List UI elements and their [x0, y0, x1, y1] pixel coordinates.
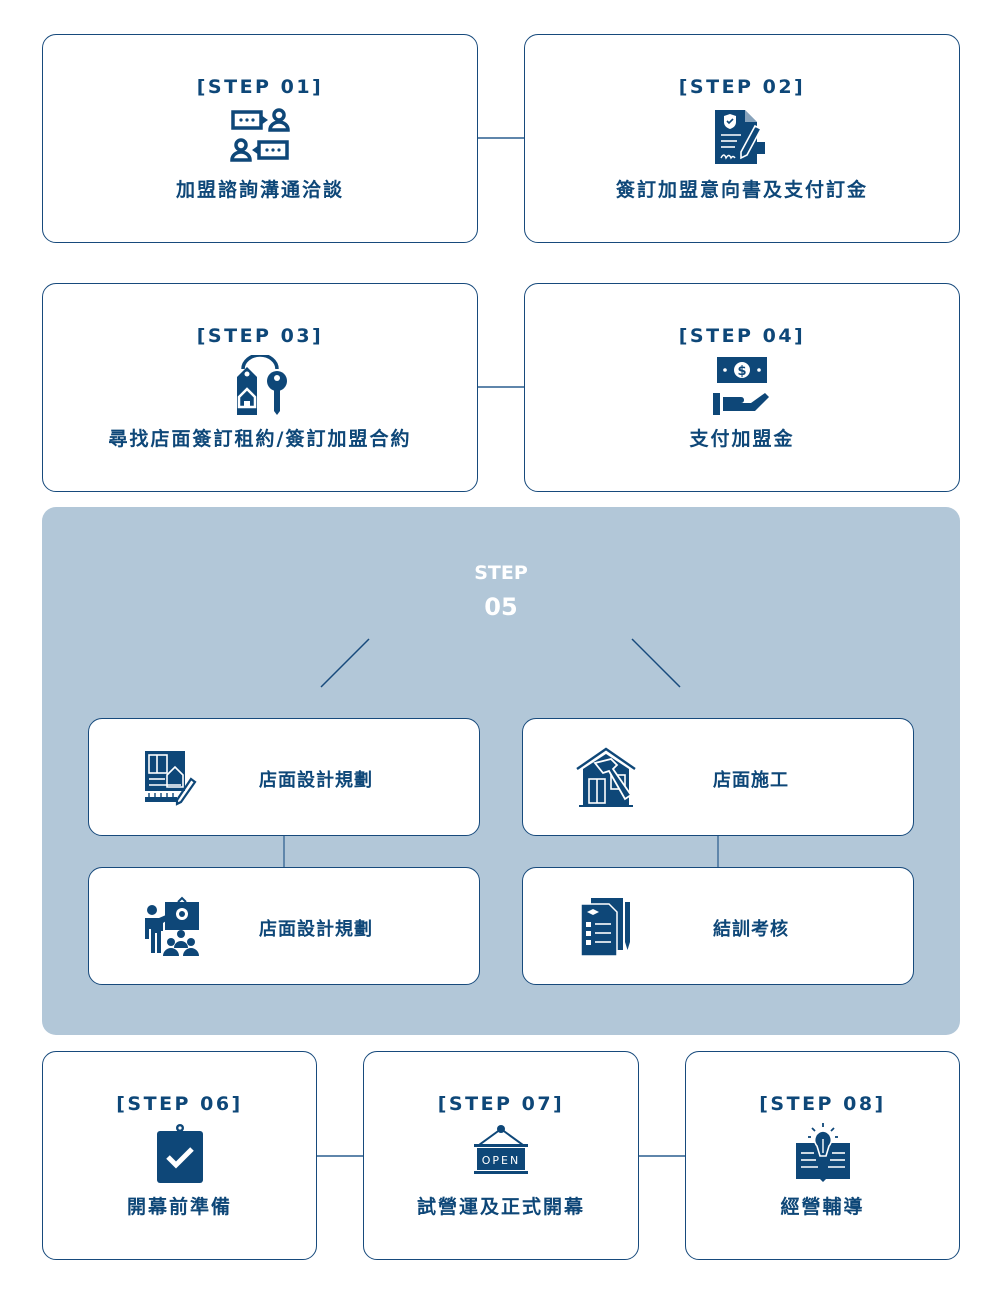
- svg-text:$: $: [737, 364, 746, 379]
- step-title: 經營輔導: [780, 1195, 865, 1218]
- house-key-tag-icon: [237, 354, 287, 415]
- substep-exam: 結訓考核: [522, 867, 914, 985]
- step-01-card: [STEP 01] 加盟諮詢溝通洽談: [42, 34, 478, 243]
- substep-title: 店面設計規劃: [259, 919, 373, 940]
- step-04-card: [STEP 04] $ 支付加盟金: [524, 283, 960, 492]
- step-title: 加盟諮詢溝通洽談: [175, 178, 344, 201]
- substep-store-construction: 店面施工: [522, 718, 914, 836]
- presentation-training-icon: [145, 896, 199, 956]
- step-05-number: 05: [484, 593, 518, 621]
- step-06-card: [STEP 06] 開幕前準備: [42, 1051, 317, 1260]
- sign-document-icon: [715, 109, 765, 164]
- connector-line: [478, 137, 524, 139]
- step-label: [STEP 06]: [116, 1092, 243, 1115]
- connector-line: [478, 386, 524, 388]
- step-05-panel: STEP 05 店面設計規劃 店面施工: [42, 507, 960, 1035]
- consultation-chat-icon: [230, 107, 290, 162]
- connector-line: [717, 836, 719, 867]
- step-label: [STEP 01]: [196, 75, 324, 98]
- step-05-label: STEP: [474, 562, 528, 584]
- connector-line: [283, 836, 285, 867]
- substep-store-design: 店面設計規劃: [88, 718, 480, 836]
- step-02-card: [STEP 02] 簽訂加盟意向書及支付訂金: [524, 34, 960, 243]
- step-title: 開幕前準備: [126, 1195, 232, 1218]
- connector-line: [639, 1155, 685, 1157]
- exam-checklist-icon: [580, 898, 630, 957]
- step-label: [STEP 08]: [759, 1092, 886, 1115]
- house-hammer-icon: [576, 747, 636, 807]
- substep-training: 店面設計規劃: [88, 867, 480, 985]
- substep-title: 結訓考核: [713, 919, 789, 940]
- floor-plan-pencil-icon: [145, 751, 197, 806]
- step-title: 尋找店面簽訂租約/簽訂加盟合約: [108, 427, 412, 450]
- open-sign-text: OPEN: [482, 1154, 520, 1167]
- book-lightbulb-icon: [795, 1122, 850, 1182]
- clipboard-check-icon: [156, 1123, 203, 1183]
- hand-money-icon: $: [713, 356, 769, 415]
- step-title: 簽訂加盟意向書及支付訂金: [615, 178, 868, 201]
- branch-lines: [320, 638, 681, 688]
- step-label: [STEP 04]: [678, 324, 806, 347]
- substep-title: 店面施工: [713, 770, 789, 791]
- step-title: 試營運及正式開幕: [416, 1195, 585, 1218]
- open-sign-icon: OPEN: [474, 1124, 528, 1174]
- step-03-card: [STEP 03] 尋找店面簽訂租約/簽訂加盟合約: [42, 283, 478, 492]
- step-07-card: [STEP 07] OPEN 試營運及正式開幕: [363, 1051, 639, 1260]
- substep-title: 店面設計規劃: [259, 770, 373, 791]
- connector-line: [317, 1155, 363, 1157]
- step-label: [STEP 02]: [678, 75, 806, 98]
- step-label: [STEP 07]: [437, 1092, 565, 1115]
- step-title: 支付加盟金: [689, 427, 795, 450]
- step-label: [STEP 03]: [196, 324, 324, 347]
- step-08-card: [STEP 08] 經營輔導: [685, 1051, 960, 1260]
